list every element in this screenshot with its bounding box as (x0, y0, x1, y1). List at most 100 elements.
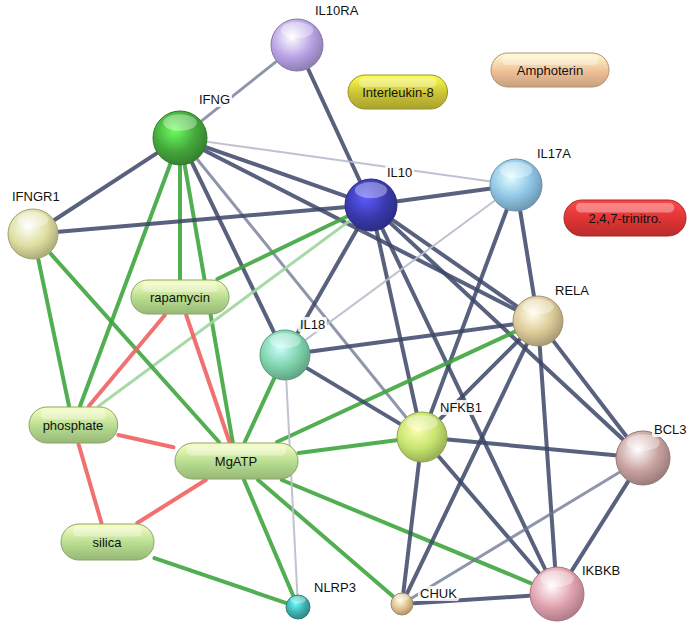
interaction-line (407, 344, 527, 593)
circle-shape (529, 566, 585, 622)
chemical-label: silica (93, 535, 122, 550)
protein-node: BCL3 (615, 430, 671, 486)
circle-shape (259, 329, 311, 381)
protein-circle (8, 209, 58, 259)
protein-circle (271, 19, 323, 71)
protein-circle (397, 412, 447, 462)
circle-gloss (281, 22, 313, 38)
chemical-node: silica (60, 523, 155, 561)
protein-node: IFNG (152, 110, 208, 166)
circle-shape (152, 110, 208, 166)
circle-gloss (355, 182, 387, 198)
protein-label: NLRP3 (312, 580, 358, 595)
interaction-line (306, 201, 494, 340)
protein-label: IL18 (298, 317, 327, 332)
protein-node: NLRP3 (285, 594, 311, 620)
interaction-line (38, 259, 69, 406)
interaction-line (79, 444, 102, 523)
chemical-label: Amphoterin (517, 63, 583, 78)
protein-circle (616, 431, 670, 485)
circle-gloss (522, 299, 553, 315)
interaction-line (298, 228, 358, 332)
interaction-line (137, 480, 205, 523)
interaction-line (245, 379, 274, 442)
pill-outline (131, 280, 229, 314)
protein-node: NFKB1 (396, 411, 448, 463)
interaction-line (277, 332, 514, 442)
chemical-node: rapamycin (130, 279, 230, 315)
protein-circle (345, 179, 397, 231)
chemical-node: Amphoterin (490, 52, 610, 88)
interaction-line (299, 440, 397, 453)
circle-shape (615, 430, 671, 486)
pill-outline (348, 75, 448, 109)
protein-label: IFNGR1 (10, 189, 62, 204)
protein-label: BCL3 (652, 422, 689, 437)
pill-outline (175, 443, 298, 479)
interaction-line (205, 151, 515, 309)
interaction-line (118, 435, 173, 447)
circle-gloss (269, 333, 300, 349)
protein-node: IFNGR1 (7, 208, 59, 260)
circle-gloss (290, 596, 306, 604)
circle-shape (270, 18, 324, 72)
interaction-line (59, 207, 344, 231)
interaction-line (55, 153, 157, 219)
protein-node: IL10RA (270, 18, 324, 72)
pill-outline (491, 53, 609, 87)
protein-circle (490, 159, 542, 211)
protein-label: CHUK (418, 586, 459, 601)
protein-node: IL17A (489, 158, 543, 212)
interaction-line (554, 342, 626, 436)
protein-node: IL10 (344, 178, 398, 232)
protein-label: IKBKB (580, 563, 622, 578)
interaction-line (540, 347, 555, 566)
protein-label: IL10 (385, 165, 414, 180)
circle-shape (344, 178, 398, 232)
interaction-line (307, 368, 399, 423)
circle-gloss (406, 415, 437, 431)
circle-gloss (163, 114, 197, 131)
interaction-line (520, 212, 534, 296)
circle-gloss (500, 162, 532, 178)
pill-outline (564, 200, 686, 236)
protein-circle (530, 567, 584, 621)
protein-label: NFKB1 (438, 400, 484, 415)
chemical-label: rapamycin (150, 290, 210, 305)
chemical-node: MgATP (174, 442, 299, 480)
protein-node: RELA (512, 295, 564, 347)
interaction-line (439, 457, 539, 573)
interaction-line (431, 210, 506, 412)
protein-circle (153, 111, 207, 165)
interaction-line (286, 381, 297, 594)
interaction-line (391, 223, 623, 439)
circle-shape (285, 594, 311, 620)
interaction-line (383, 229, 545, 568)
protein-label: IL10RA (313, 3, 360, 18)
protein-label: IFNG (197, 92, 232, 107)
protein-circle (513, 296, 563, 346)
chemical-node: phosphate (28, 406, 119, 444)
protein-circle (260, 330, 310, 380)
interaction-line (155, 558, 286, 603)
interaction-line (311, 324, 512, 351)
chemical-label: 2,4,7-trinitro. (589, 211, 662, 226)
chemical-node: 2,4,7-trinitro. (563, 199, 687, 237)
interaction-line (398, 189, 490, 202)
interaction-line (572, 482, 628, 571)
circle-shape (489, 158, 543, 212)
protein-node: IKBKB (529, 566, 585, 622)
pill-outline (61, 524, 154, 560)
circle-shape (7, 208, 59, 260)
circle-gloss (17, 212, 48, 228)
chemical-node: Interleukin-8 (347, 74, 449, 110)
protein-circle (391, 593, 413, 615)
protein-label: RELA (553, 283, 591, 298)
protein-label: IL17A (535, 146, 573, 161)
interaction-line (89, 315, 165, 406)
protein-node: CHUK (390, 592, 414, 616)
interaction-line (412, 473, 619, 598)
circle-gloss (540, 570, 574, 587)
circle-shape (396, 411, 448, 463)
